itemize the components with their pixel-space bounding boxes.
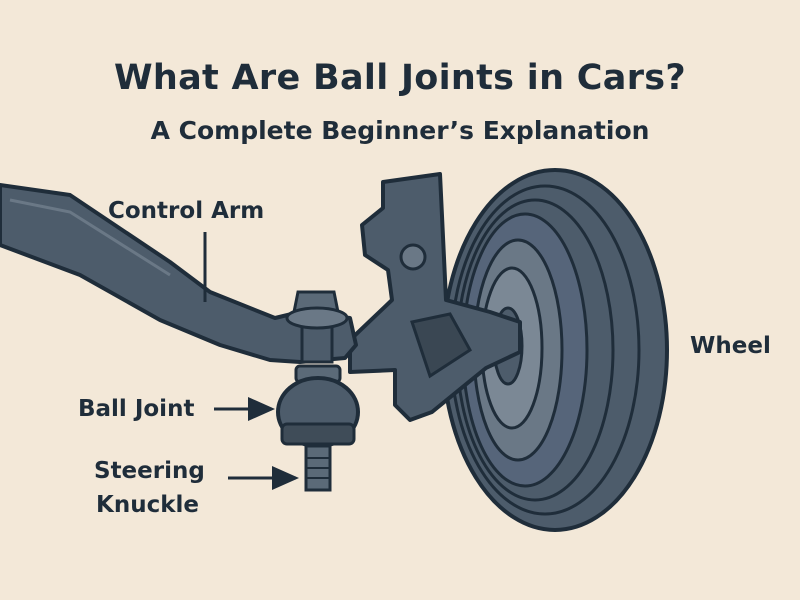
ball-joint-label: Ball Joint <box>78 396 195 422</box>
steering-knuckle-label-line2: Knuckle <box>96 492 199 518</box>
ball-joint <box>276 290 360 492</box>
diagram-title: What Are Ball Joints in Cars? <box>113 58 687 98</box>
control-arm-label: Control Arm <box>108 198 265 224</box>
diagram-subtitle: A Complete Beginner’s Explanation <box>150 116 650 145</box>
steering-knuckle-label-line1: Steering <box>94 458 205 484</box>
steering-knuckle <box>348 172 522 422</box>
wheel-label: Wheel <box>690 333 771 359</box>
control-arm <box>0 183 358 364</box>
